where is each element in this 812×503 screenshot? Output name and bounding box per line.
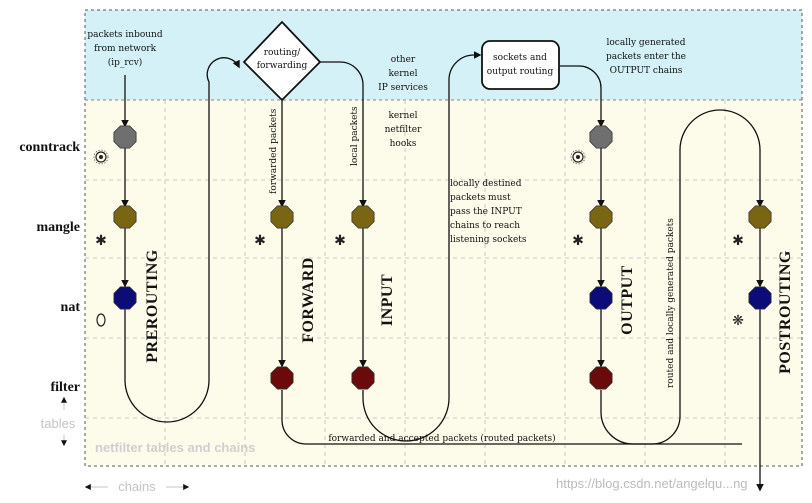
locally-destined-note-5: listening sockets	[450, 235, 527, 245]
nat-marker-icon: ❋	[732, 313, 744, 329]
local-packets-note: local packets	[350, 106, 360, 166]
chain-label-postrouting: POSTROUTING	[777, 250, 794, 374]
forward-filter-hook	[270, 366, 294, 390]
local-packets-arrow	[316, 61, 367, 208]
kernel-services-note-2: kernel	[388, 69, 417, 79]
prerouting-to-routing-path	[124, 57, 240, 423]
chain-label-prerouting: PREROUTING	[144, 249, 161, 363]
packet-flow	[121, 51, 764, 492]
mangle-marker-icon: ✱	[572, 233, 584, 249]
routing-label-2: forwarding	[257, 61, 308, 71]
netfilter-hooks	[113, 125, 772, 390]
locally-destined-note-2: packets must	[450, 193, 511, 203]
prerouting-nat-hook	[113, 286, 137, 310]
table-label-conntrack: conntrack	[19, 140, 80, 155]
locally-destined-note-1: locally destined	[450, 179, 522, 189]
conntrack-marker-icon	[93, 149, 109, 165]
sockets-label-1: sockets and	[493, 53, 547, 63]
output-filter-hook	[589, 366, 613, 390]
legend-chains-label: chains	[118, 479, 156, 494]
mangle-marker-icon: ✱	[732, 233, 744, 249]
postrouting-nat-hook	[748, 286, 772, 310]
hooks-note-2: netfilter	[385, 125, 423, 135]
chain-label-forward: FORWARD	[300, 257, 317, 343]
forwarded-accepted-path	[281, 390, 742, 445]
inbound-note-1: packets inbound	[87, 30, 162, 40]
locally-generated-note-1: locally generated	[607, 38, 686, 48]
input-filter-hook	[351, 366, 375, 390]
nat-marker-icon	[96, 313, 106, 327]
locally-generated-note-2: packets enter the	[606, 52, 686, 62]
table-label-mangle: mangle	[36, 220, 80, 235]
chain-label-output: OUTPUT	[619, 265, 636, 335]
inbound-note-3: (ip_rcv)	[108, 57, 143, 68]
table-type-markers: ✱ ✱ ✱ ✱ ✱ ❋	[93, 149, 744, 329]
kernel-band	[85, 10, 802, 100]
forwarded-accepted-note: forwarded and accepted packets (routed p…	[328, 433, 555, 444]
hooks-note-1: kernel	[388, 111, 417, 121]
hooks-note-3: hooks	[390, 139, 417, 149]
routing-decision-diamond	[242, 20, 322, 102]
diagram-frame	[84, 9, 803, 467]
forwarded-packets-note: forwarded packets	[269, 108, 279, 194]
output-nat-hook	[589, 286, 613, 310]
input-mangle-hook	[351, 205, 375, 229]
kernel-services-note-1: other	[391, 55, 416, 65]
output-mangle-hook	[589, 205, 613, 229]
locally-generated-note-3: OUTPUT chains	[610, 66, 683, 76]
watermark-url: https://blog.csdn.net/angelqu...ng	[556, 476, 748, 491]
mangle-marker-icon: ✱	[254, 233, 266, 249]
prerouting-conntrack-hook	[113, 125, 137, 149]
sockets-label-2: output routing	[487, 67, 554, 77]
table-grid	[85, 100, 802, 466]
output-to-postrouting-path	[600, 109, 764, 445]
legend-tables-label: tables	[41, 416, 76, 431]
output-conntrack-hook	[589, 125, 613, 149]
netfilter-band	[85, 100, 802, 466]
input-to-sockets-path	[362, 51, 482, 442]
sockets-output-routing-box	[481, 40, 560, 90]
table-label-nat: nat	[61, 300, 81, 315]
sockets-to-output-arrow	[560, 65, 605, 128]
locally-destined-note-4: chains to reach	[450, 221, 520, 231]
conntrack-marker-icon	[570, 149, 586, 165]
mangle-marker-icon: ✱	[334, 233, 346, 249]
chain-label-input: INPUT	[379, 274, 396, 326]
table-label-filter: filter	[50, 380, 80, 395]
mangle-marker-icon: ✱	[95, 233, 107, 249]
locally-destined-note-3: pass the INPUT	[450, 207, 522, 217]
inbound-note-2: from network	[94, 44, 157, 54]
routing-label-1: routing/	[264, 48, 302, 58]
legend-title: netfilter tables and chains	[95, 440, 255, 455]
postrouting-mangle-hook	[748, 205, 772, 229]
routed-locally-note: routed and locally generated packets	[666, 218, 676, 388]
forward-mangle-hook	[270, 205, 294, 229]
prerouting-mangle-hook	[113, 205, 137, 229]
kernel-services-note-3: IP services	[378, 83, 428, 93]
